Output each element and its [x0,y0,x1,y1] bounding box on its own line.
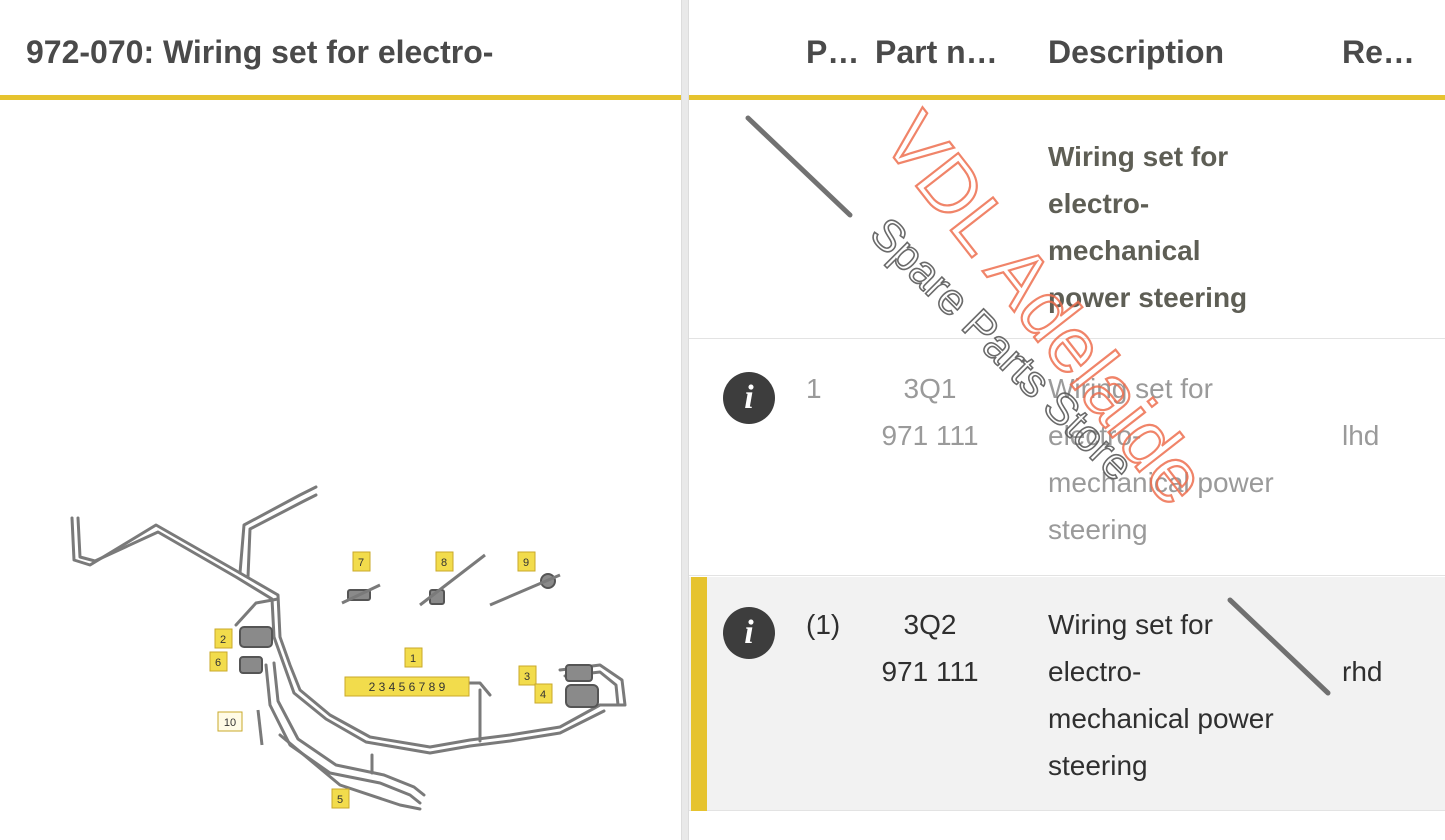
callout-5: 5 [331,788,350,809]
callout-label: 9 [523,557,529,569]
column-header-description[interactable]: Description [1048,34,1225,70]
group-row: Wiring set for electro- mechanical power… [689,105,1445,339]
callout-6: 6 [209,651,228,672]
callout-label: 5 [337,794,343,806]
illustration-pane: 972-070: Wiring set for electro- [0,0,681,840]
row-position: (1) [806,609,841,640]
callout-label: 4 [540,689,546,701]
callout-label: 6 [215,657,221,669]
column-header-pos[interactable]: P… [806,34,860,70]
parts-table: P… Part n… Description Re… Wiring set fo… [689,0,1445,840]
info-icon[interactable]: i [723,372,775,424]
callout-7: 7 [352,551,371,572]
pane-splitter[interactable] [681,0,689,840]
callout-10: 10 [217,711,243,732]
row-position: 1 [806,373,822,404]
row-description: Wiring set for electro- mechanical power… [1048,373,1274,545]
callout-1: 1 [404,647,423,668]
row-part-number: 3Q2 971 111 [881,609,979,687]
callout-2: 2 [214,628,233,649]
callout-label: 7 [358,557,364,569]
callout-range: 2 3 4 5 6 7 8 9 [344,676,470,697]
callout-4: 4 [534,683,553,704]
callout-label: 10 [224,717,236,729]
callout-9: 9 [517,551,536,572]
callout-label: 1 [410,653,416,665]
row-description: Wiring set for electro- mechanical power… [1048,609,1274,781]
callout-3: 3 [518,665,537,686]
selection-indicator [691,577,707,811]
column-header-remark[interactable]: Re… [1342,34,1415,70]
table-row[interactable]: i 1 3Q1 971 111 Wiring set for electro- … [689,340,1445,576]
info-icon[interactable]: i [723,607,775,659]
table-header: P… Part n… Description Re… [689,0,1445,100]
table-row-selected[interactable]: i (1) 3Q2 971 111 Wiring set for electro… [689,577,1445,811]
row-remark: rhd [1342,656,1383,687]
illustration-header: 972-070: Wiring set for electro- [0,0,681,100]
row-part-number: 3Q1 971 111 [881,373,979,451]
callout-label: 2 3 4 5 6 7 8 9 [369,680,446,694]
callout-label: 3 [524,671,530,683]
parts-diagram[interactable]: 7 8 9 1 2 3 4 5 6 7 8 9 2 [0,105,681,840]
illustration-title: 972-070: Wiring set for electro- [26,34,494,70]
column-header-part-number[interactable]: Part n… [875,34,998,70]
callout-label: 8 [441,557,447,569]
group-description: Wiring set for electro- mechanical power… [1048,141,1248,313]
callout-label: 2 [220,634,226,646]
row-remark: lhd [1342,420,1380,451]
callout-8: 8 [435,551,454,572]
